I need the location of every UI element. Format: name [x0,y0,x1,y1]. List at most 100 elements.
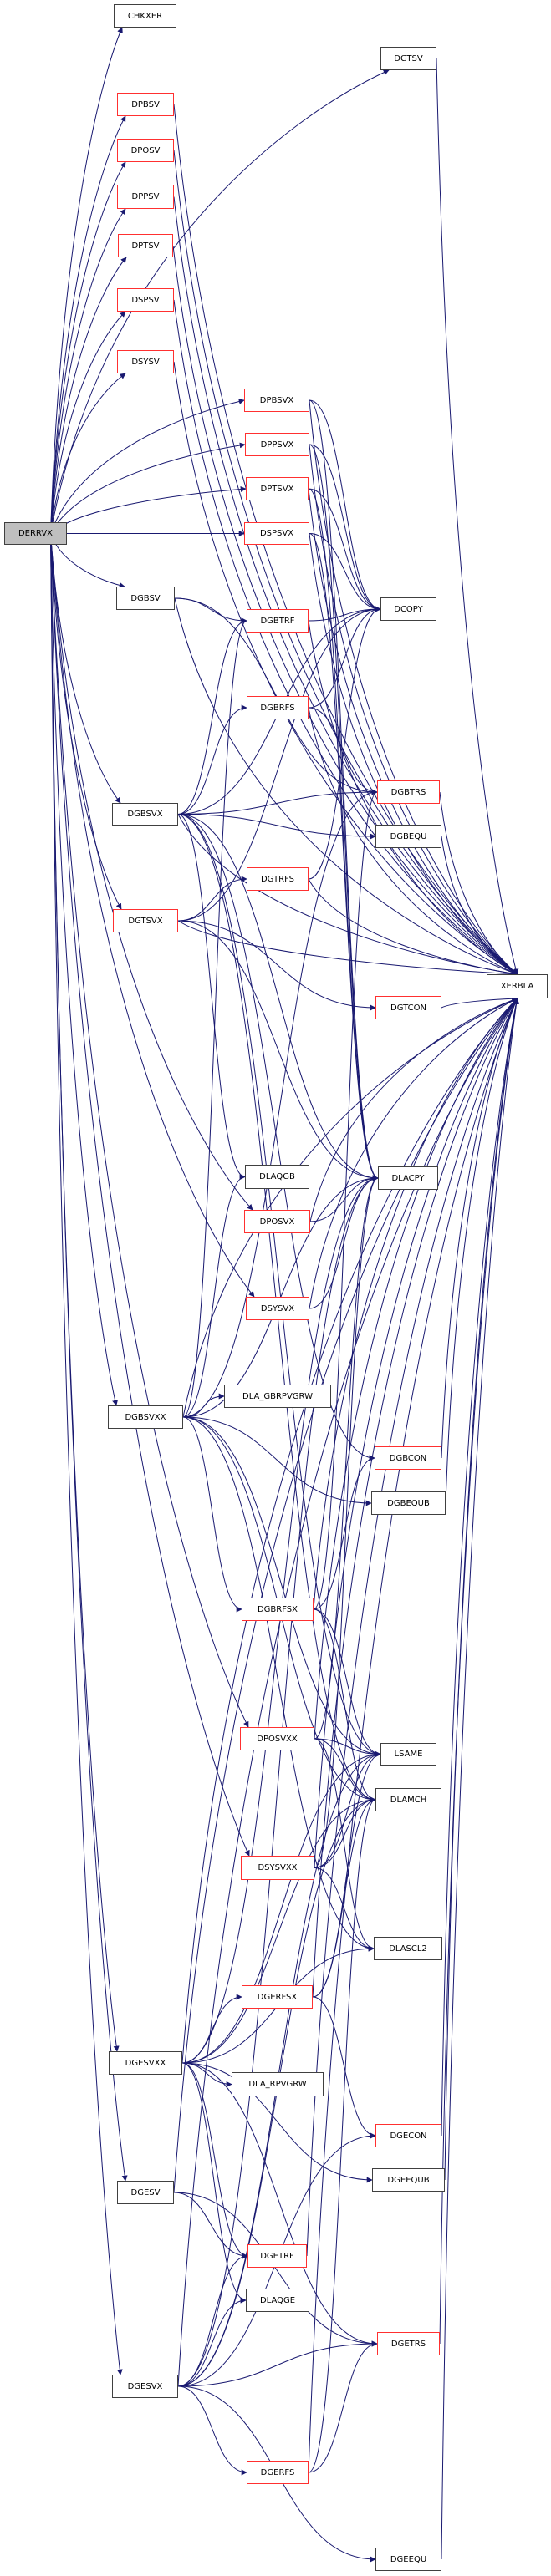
edge-dgesvxx-to-dgetrf [181,2062,248,2259]
edge-dgtsvx-to-dcopy [177,606,381,922]
node-dgbsvxx[interactable]: DGBSVXX [108,1405,183,1429]
edge-dgesvxx-to-dgeequb [181,2062,373,2183]
edge-dposvxx-to-xerbla [314,998,518,1740]
edge-dposvxx-to-lsame [314,1738,381,1757]
edge-dgerfsx-to-dgecon [312,1996,376,2139]
node-dgbsvx[interactable]: DGBSVX [112,803,178,826]
edge-dgtsvx-to-xerbla [177,920,518,978]
node-dgetrf[interactable]: DGETRF [247,2244,307,2268]
node-dgerfsx[interactable]: DGERFSX [242,1985,313,2009]
node-dgbcon[interactable]: DGBCON [375,1446,441,1470]
edge-dgesvx-to-dgetrf [177,2253,248,2387]
node-dgbrfs[interactable]: DGBRFS [247,696,309,719]
node-xerbla[interactable]: XERBLA [487,974,548,998]
edge-dgtcon-to-xerbla [441,995,518,1009]
edge-dgbrfs-to-dcopy [308,606,381,709]
node-dgtcon[interactable]: DGTCON [375,996,441,1019]
edge-dgbcon-to-xerbla [441,998,518,1459]
node-dgtsv[interactable]: DGTSV [380,47,436,70]
node-dlaqge[interactable]: DLAQGE [246,2289,309,2312]
node-dspsvx[interactable]: DSPSVX [244,522,309,545]
node-dposvx[interactable]: DPOSVX [244,1210,310,1233]
node-dlamch[interactable]: DLAMCH [375,1788,441,1811]
node-dlaqgb[interactable]: DLAQGB [245,1165,309,1189]
node-dptsv[interactable]: DPTSV [118,234,173,257]
node-dpbsv[interactable]: DPBSV [117,93,174,116]
edge-dgbequb-to-xerbla [445,998,518,1504]
node-dgtsvx[interactable]: DGTSVX [113,909,178,932]
edge-dgeequ-to-xerbla [441,998,520,2560]
edge-dptsvx-to-dcopy [308,488,381,612]
node-dsysv[interactable]: DSYSV [117,350,174,373]
node-dspsv[interactable]: DSPSV [117,288,174,312]
edge-dppsv-to-xerbla [173,196,518,975]
edge-dsysvx-to-xerbla [309,998,518,1309]
node-dlascl2[interactable]: DLASCL2 [374,1937,442,1960]
node-chkxer[interactable]: CHKXER [114,4,176,28]
edge-dposvx-to-dlacpy [309,1175,379,1222]
edge-dgesv-to-xerbla [173,998,518,2193]
node-dppsvx[interactable]: DPPSVX [245,433,309,456]
edge-dgbsvxx-to-dgbtrs [182,789,378,1418]
edge-dsysvxx-to-dlascl2 [314,1867,375,1952]
node-dsysvxx[interactable]: DSYSVXX [241,1856,314,1880]
edge-derrvx-to-dgtsv [50,69,390,534]
node-dptsvx[interactable]: DPTSVX [246,477,309,500]
edge-dgbsvx-to-dgbcon [177,814,375,1461]
node-dgesvx[interactable]: DGESVX [112,2375,178,2398]
node-dgesv[interactable]: DGESV [117,2181,174,2204]
node-dposvxx[interactable]: DPOSVXX [240,1727,314,1750]
node-dgbtrs[interactable]: DGBTRS [377,780,440,804]
edge-dgbsv-to-dgbtrs [174,597,378,795]
edge-dgbsvx-to-dlaqgb [177,814,246,1180]
node-dgtrfs[interactable]: DGTRFS [247,867,309,891]
node-dgbtrf[interactable]: DGBTRF [247,609,309,633]
edge-dgbsvxx-to-dlascl2 [182,1416,375,1952]
edge-derrvx-to-dsysvxx [50,533,250,1857]
node-dppsv[interactable]: DPPSV [117,185,174,209]
edge-derrvx-to-dgbsvxx [50,533,119,1406]
edge-dgerfs-to-dgetrs [308,2340,378,2473]
edge-dgbtrs-to-xerbla [439,791,518,975]
edge-dposvx-to-xerbla [309,997,518,1222]
edge-dppsvx-to-xerbla [309,444,518,975]
edge-dgtsv-to-xerbla [436,58,519,975]
node-lsame[interactable]: LSAME [380,1743,436,1766]
edge-dposvxx-to-dlascl2 [314,1738,375,1952]
edge-dgbsvxx-to-dgbequb [182,1416,372,1506]
node-dgbequb[interactable]: DGBEQUB [371,1491,446,1515]
node-dla-gbrpvgrw[interactable]: DLA_GBRPVGRW [224,1385,331,1408]
edge-dgesv-to-dgetrf [173,2192,248,2259]
edge-dgbsv-to-dgbtrf [174,597,247,624]
edge-dgesvxx-to-dlamch [181,1796,376,2064]
node-dgecon[interactable]: DGECON [375,2124,441,2147]
node-dlacpy[interactable]: DLACPY [378,1166,438,1190]
node-dcopy[interactable]: DCOPY [380,597,436,621]
edge-dgesvx-to-xerbla [177,998,518,2387]
edge-derrvx-to-dpbsvx [50,399,245,534]
node-dgerfs[interactable]: DGERFS [247,2461,309,2484]
edge-derrvx-to-dppsv [50,208,126,534]
edge-dgtrfs-to-dcopy [308,606,381,880]
edge-dgerfsx-to-dlamch [312,1796,376,1998]
edge-dgbsvxx-to-xerbla [182,998,518,1418]
edge-derrvx-to-dposv [50,161,126,534]
node-dgeequ[interactable]: DGEEQU [375,2548,441,2571]
node-dgesvxx[interactable]: DGESVXX [109,2051,182,2075]
edge-dgbrfs-to-dgbtrs [308,707,378,795]
edge-dgesvx-to-dlacpy [177,1175,379,2387]
node-dla-rpvgrw[interactable]: DLA_RPVGRW [232,2072,324,2096]
edge-dgbrfsx-to-lsame [313,1608,381,1757]
edge-derrvx-to-chkxer [50,27,123,534]
node-dposv[interactable]: DPOSV [117,139,174,162]
edge-derrvx-to-dptsv [50,257,127,534]
node-dgbrfsx[interactable]: DGBRFSX [242,1598,314,1621]
node-dgeequb[interactable]: DGEEQUB [372,2168,445,2192]
node-dgetrs[interactable]: DGETRS [377,2332,440,2355]
edge-derrvx-to-dposvx [50,533,253,1211]
node-dgbequ[interactable]: DGBEQU [375,825,441,848]
node-dgbsv[interactable]: DGBSV [116,587,175,610]
node-dsysvx[interactable]: DSYSVX [246,1297,309,1320]
node-dpbsvx[interactable]: DPBSVX [244,389,309,412]
